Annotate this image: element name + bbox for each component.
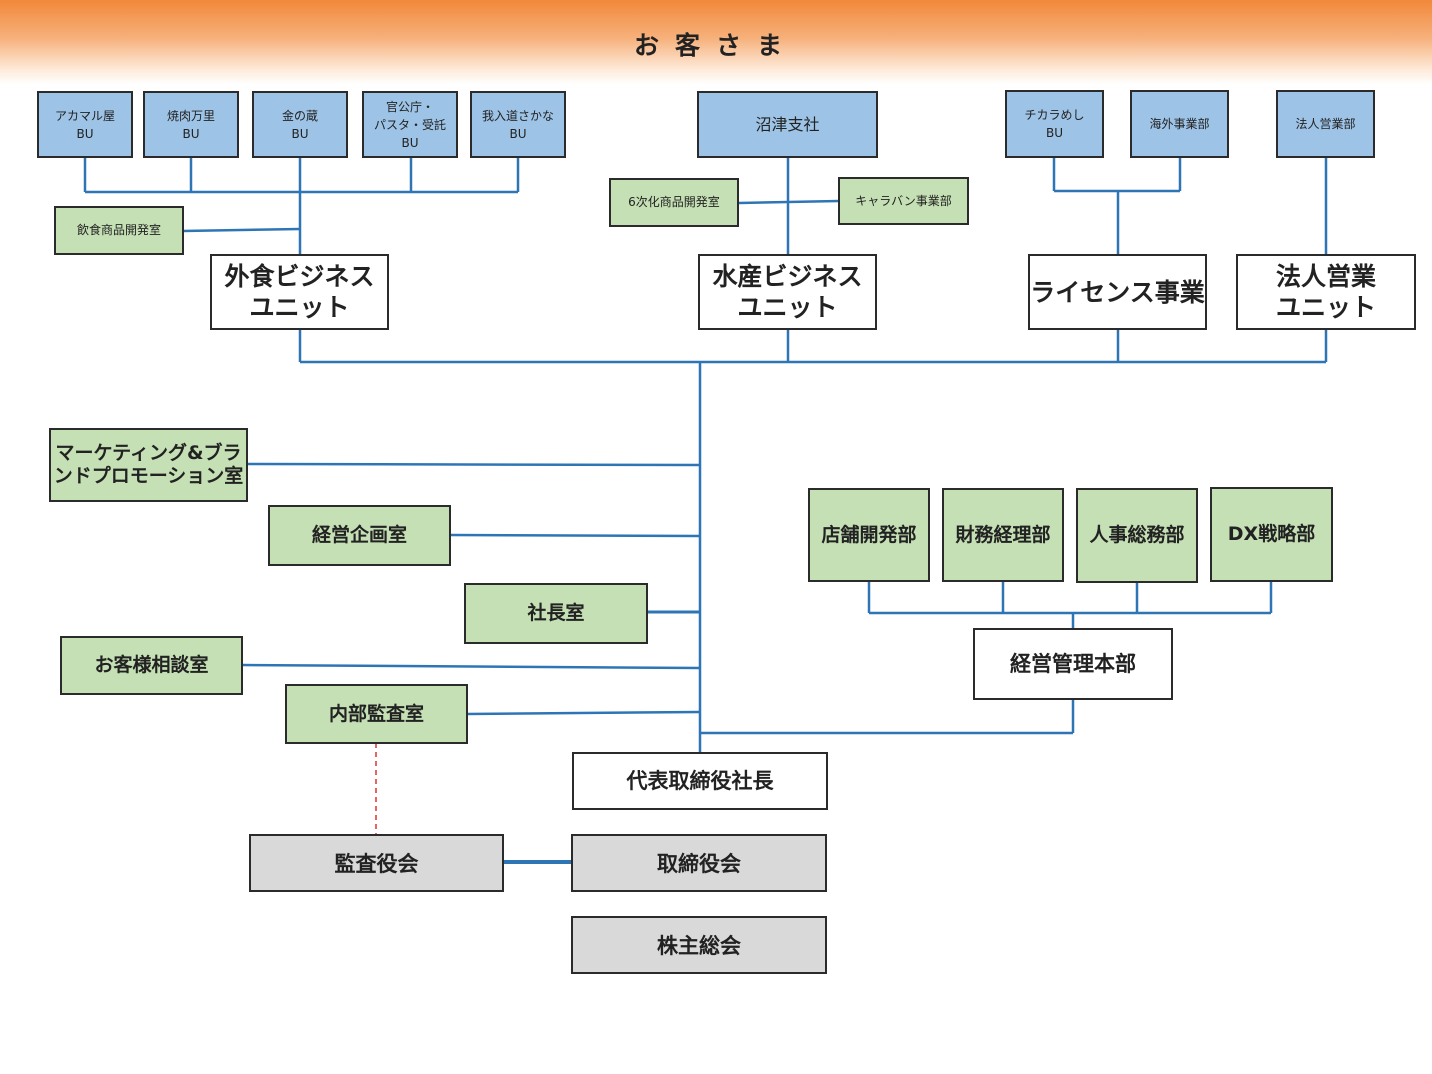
bu-yakiniku: 焼肉万里 BU bbox=[143, 91, 239, 158]
rokuji-dev-office: 6次化商品開発室 bbox=[609, 178, 739, 227]
ceo-box: 代表取締役社長 bbox=[572, 752, 828, 810]
bu-kinokura: 金の蔵 BU bbox=[252, 91, 348, 158]
customer-consultation-office: お客様相談室 bbox=[60, 636, 243, 695]
finance-dept: 財務経理部 bbox=[942, 488, 1064, 582]
bu-kancho-pasta: 官公庁・ パスタ・受託 BU bbox=[362, 91, 458, 158]
planning-office: 経営企画室 bbox=[268, 505, 451, 566]
bu-ganiri: 我入道さかな BU bbox=[470, 91, 566, 158]
hr-dept: 人事総務部 bbox=[1076, 488, 1198, 583]
bu-chikarameshi: チカラめし BU bbox=[1005, 90, 1104, 158]
bu-akamaru: アカマル屋 BU bbox=[37, 91, 133, 158]
inshoku-dev-office: 飲食商品開発室 bbox=[54, 206, 184, 255]
audit-board: 監査役会 bbox=[249, 834, 504, 892]
numazu-branch: 沼津支社 bbox=[697, 91, 878, 158]
store-dev-dept: 店舗開発部 bbox=[808, 488, 930, 582]
overseas-dept: 海外事業部 bbox=[1130, 90, 1229, 158]
customer-banner: お客さま bbox=[0, 0, 1432, 84]
president-office: 社長室 bbox=[464, 583, 648, 644]
admin-hq: 経営管理本部 bbox=[973, 628, 1173, 700]
customer-title: お客さま bbox=[633, 31, 798, 60]
shareholders-meeting: 株主総会 bbox=[571, 916, 827, 974]
corporate-sales-unit: 法人営業 ユニット bbox=[1236, 254, 1416, 330]
corporate-sales-dept: 法人営業部 bbox=[1276, 90, 1375, 158]
internal-audit-office: 内部監査室 bbox=[285, 684, 468, 744]
license-business: ライセンス事業 bbox=[1028, 254, 1207, 330]
caravan-dept: キャラバン事業部 bbox=[838, 177, 969, 225]
suisan-unit: 水産ビジネス ユニット bbox=[698, 254, 877, 330]
board-of-directors: 取締役会 bbox=[571, 834, 827, 892]
gaishoku-unit: 外食ビジネス ユニット bbox=[210, 254, 389, 330]
dx-strategy-dept: DX戦略部 bbox=[1210, 487, 1333, 582]
marketing-brand-office: マーケティング&ブラ ンドプロモーション室 bbox=[49, 428, 248, 502]
